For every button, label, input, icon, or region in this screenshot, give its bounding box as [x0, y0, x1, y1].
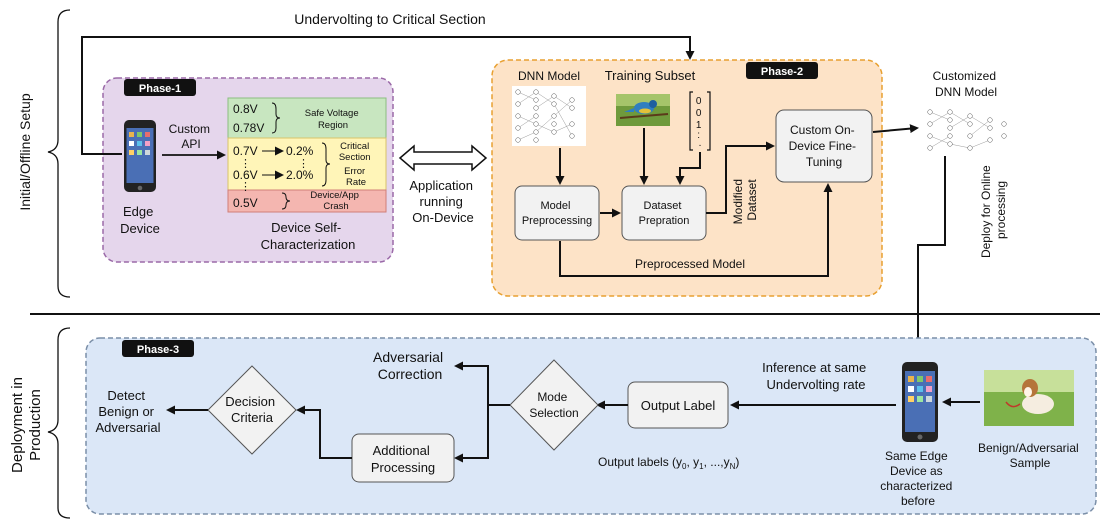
undervolting-label: Undervolting to Critical Section	[294, 11, 485, 27]
voltage-0-7: 0.7V	[233, 144, 258, 158]
section-label-setup: Initial/Offline Setup	[17, 93, 33, 210]
dog-image-icon	[984, 370, 1074, 426]
model-preprocessing-box	[514, 185, 600, 241]
additional-to-decision-arrow	[296, 405, 352, 459]
app-running-label: Application running On-Device	[409, 178, 476, 225]
output-label-text: Output Label	[641, 398, 716, 413]
voltage-0-8: 0.8V	[233, 102, 258, 116]
mode-to-additional-arrow	[454, 405, 489, 463]
svg-text:Phase-1: Phase-1	[139, 83, 181, 95]
mode-to-correction-arrow	[454, 361, 510, 406]
critical-brace	[321, 142, 331, 187]
safe-brace	[271, 102, 281, 134]
crash-brace	[281, 192, 291, 210]
inference-label: Inference at same Undervolting rate	[762, 360, 870, 392]
svg-text:Phase-2: Phase-2	[761, 66, 803, 78]
voltage-0-78: 0.78V	[233, 121, 264, 135]
deploy-arrow	[913, 156, 946, 358]
voltage-0-5: 0.5V	[233, 196, 258, 210]
mode-selection-label: Mode Selection	[529, 390, 578, 420]
crash-region	[227, 189, 387, 213]
deploy-label: Deploy for Online processing	[979, 162, 1008, 258]
dataset-prep-label: Dataset Prepration	[639, 200, 690, 227]
sample-label: Benign/Adversarial Sample	[978, 441, 1082, 470]
self-characterization-label: Device Self- Characterization	[261, 220, 356, 252]
finetune-label: Custom On- Device Fine- Tuning	[789, 123, 860, 169]
section-label-production-2: Production	[27, 389, 44, 461]
label-vector-bracket	[689, 91, 711, 151]
dots-right-1: ⋮	[298, 158, 309, 170]
customized-dnn-icon	[927, 109, 1007, 151]
voltage-0-6: 0.6V	[233, 168, 258, 182]
error-2-0: 2.0%	[286, 168, 314, 182]
dnn-network-icon	[512, 86, 586, 146]
svg-text:Phase-3: Phase-3	[137, 344, 179, 356]
edge-device-phone-icon	[124, 120, 156, 192]
preprocessed-model-arrow	[559, 183, 833, 277]
error-0-2: 0.2%	[286, 144, 314, 158]
preprocessed-model-label: Preprocessed Model	[635, 257, 745, 271]
edge-device-label: Edge Device	[120, 204, 160, 236]
production-brace	[47, 327, 71, 519]
phase3-panel	[85, 337, 1097, 515]
phase3-tag: Phase-3	[122, 340, 194, 357]
labels-to-dataset-arrow	[675, 152, 701, 185]
setup-brace	[47, 9, 71, 298]
training-subset-label: Training Subset	[605, 68, 696, 83]
section-label-production: Deployment in	[9, 377, 26, 473]
dataset-to-finetune-arrow	[706, 141, 775, 214]
decision-label: Decision Criteria	[225, 394, 278, 425]
bird-image-icon	[616, 94, 670, 126]
dots-left-1: ⋮	[240, 158, 251, 170]
undervolting-arrow	[81, 36, 695, 155]
phase2-tag: Phase-2	[746, 62, 818, 79]
detect-label: Detect Benign or Adversarial	[95, 388, 160, 435]
customized-dnn-label: Customized DNN Model	[933, 69, 1000, 99]
dots-left-2: ⋮	[240, 181, 251, 193]
mode-selection-diamond	[509, 359, 599, 451]
finetune-to-custom-arrow	[872, 124, 919, 134]
crash-label: Device/App Crash	[310, 190, 361, 212]
safe-voltage-label: Safe Voltage Region	[305, 108, 362, 131]
critical-section-label: Critical Section Error Rate	[339, 141, 373, 188]
dataset-prep-box	[621, 185, 707, 241]
same-edge-phone-icon	[902, 362, 938, 442]
modified-dataset-label: Modified Dataset	[731, 176, 759, 225]
phase1-tag: Phase-1	[124, 79, 196, 96]
additional-processing-label: Additional Processing	[371, 443, 435, 475]
output-labels-caption: Output labels (y0, y1, ...,yN)	[598, 455, 739, 471]
adversarial-correction-label: Adversarial Correction	[373, 349, 447, 382]
dnn-model-label: DNN Model	[518, 69, 580, 83]
label-vector: 0 0 1 : .	[696, 96, 704, 149]
same-edge-label: Same Edge Device as characterized before	[880, 449, 955, 508]
custom-api-label: Custom API	[169, 122, 214, 151]
model-preprocessing-label: Model Preprocessing	[522, 200, 592, 227]
decision-diamond	[207, 365, 297, 455]
finetune-box	[775, 109, 873, 183]
double-arrow	[398, 144, 488, 172]
